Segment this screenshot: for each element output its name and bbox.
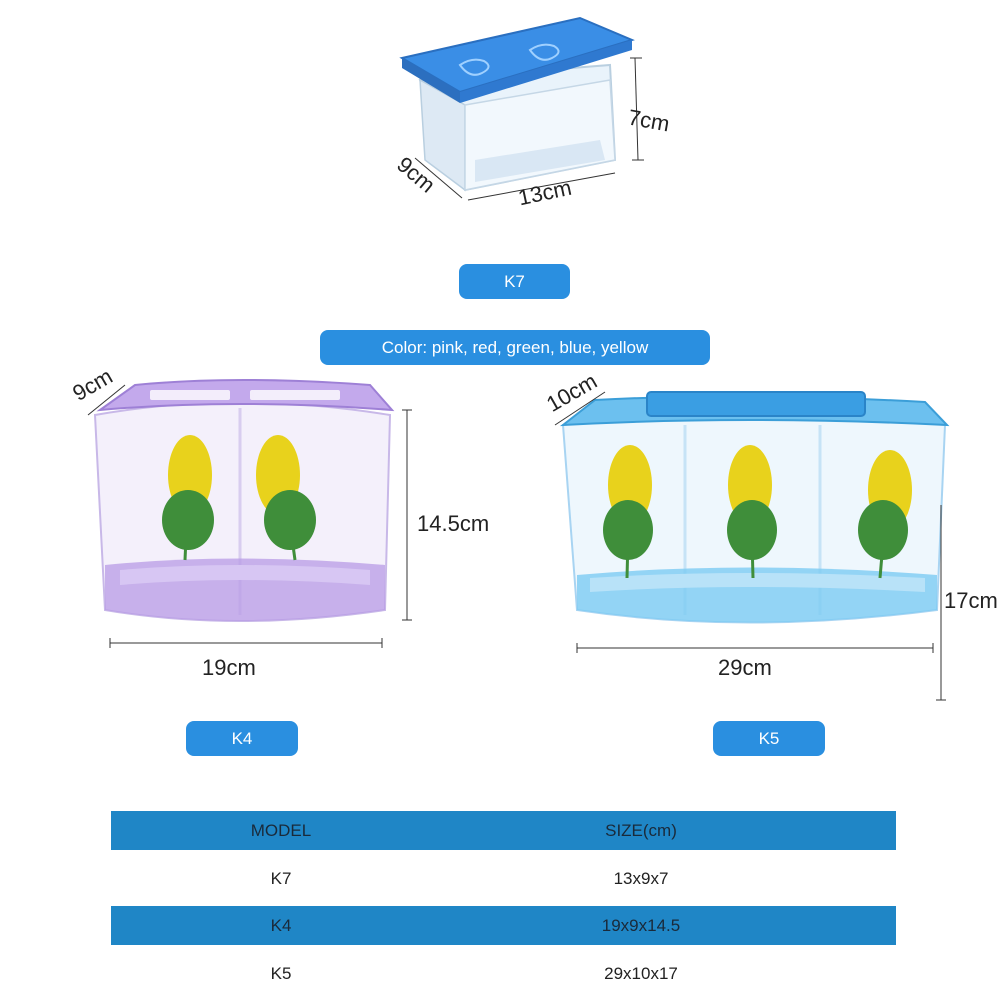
color-options-text: Color: pink, red, green, blue, yellow bbox=[381, 337, 649, 357]
k5-plant-right bbox=[858, 450, 912, 579]
table-cell-model: K4 bbox=[270, 915, 292, 935]
k5-product-image bbox=[545, 380, 955, 710]
k7-label-badge: K7 bbox=[459, 264, 570, 299]
k5-width-label: 29cm bbox=[718, 655, 772, 680]
table-row: K5 29x10x17 bbox=[111, 955, 896, 993]
table-cell-model: K5 bbox=[270, 964, 292, 983]
k4-height-label: 14.5cm bbox=[417, 511, 490, 536]
table-header-model: MODEL bbox=[250, 820, 312, 840]
table-cell-size: 19x9x14.5 bbox=[601, 915, 681, 935]
size-table-header: MODEL SIZE(cm) bbox=[111, 811, 896, 850]
k7-label-text: K7 bbox=[504, 271, 525, 291]
k4-plant-left bbox=[162, 435, 214, 561]
k7-box-illustration bbox=[399, 16, 644, 201]
k5-plant-left bbox=[603, 445, 653, 579]
table-cell-size: 29x10x17 bbox=[604, 964, 678, 983]
table-header-size: SIZE(cm) bbox=[605, 820, 677, 840]
table-row: K7 13x9x7 bbox=[111, 860, 896, 898]
k4-label-text: K4 bbox=[231, 728, 253, 748]
k7-product-image bbox=[380, 10, 700, 220]
k4-tank-illustration bbox=[87, 379, 412, 648]
k5-plant-middle bbox=[727, 445, 777, 579]
k5-label-text: K5 bbox=[758, 728, 780, 748]
table-cell-model: K7 bbox=[270, 869, 292, 888]
k5-height-label: 17cm bbox=[944, 588, 998, 613]
table-row: K4 19x9x14.5 bbox=[111, 906, 896, 945]
k5-label-badge: K5 bbox=[713, 721, 825, 756]
k4-width-label: 19cm bbox=[202, 655, 256, 680]
table-cell-size: 13x9x7 bbox=[613, 869, 669, 888]
k5-tank-illustration bbox=[554, 391, 950, 701]
color-options-banner: Color: pink, red, green, blue, yellow bbox=[320, 330, 710, 365]
k4-label-badge: K4 bbox=[186, 721, 298, 756]
k4-plant-right bbox=[256, 435, 316, 561]
k4-product-image bbox=[80, 370, 420, 670]
